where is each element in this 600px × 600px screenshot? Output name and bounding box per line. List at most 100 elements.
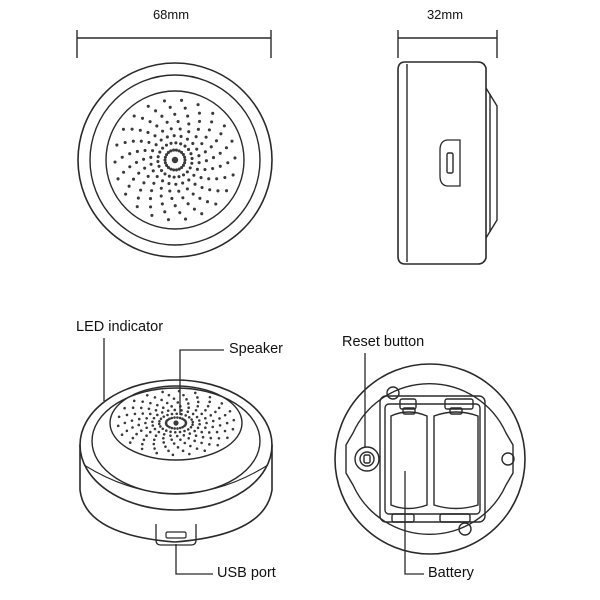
grille-dot (196, 404, 200, 408)
grille-dot (172, 175, 176, 179)
grille-dot (215, 177, 219, 181)
grille-dot (187, 130, 191, 134)
grille-dot (163, 161, 167, 165)
grille-dot (169, 167, 173, 171)
grille-dot (192, 173, 196, 177)
grille-dot (224, 189, 229, 193)
grille-dot (203, 168, 207, 172)
grille-dot (152, 438, 156, 442)
speaker-label: Speaker (229, 341, 284, 357)
grille-dot (150, 213, 154, 217)
grille-dot (195, 447, 199, 450)
grille-dot (142, 157, 146, 161)
grille-dot (174, 168, 179, 172)
grille-dot (159, 168, 164, 173)
grille-dot (139, 406, 143, 410)
reset-button (354, 446, 380, 472)
grille-dot (169, 149, 173, 153)
grille-dot (164, 445, 167, 448)
grille-dot (172, 168, 176, 172)
grille-dot (167, 181, 171, 186)
grille-dot (155, 451, 159, 455)
grille-dot (166, 413, 169, 417)
grille-dot (160, 398, 163, 402)
grille-dot (163, 158, 167, 162)
grille-dot (149, 205, 153, 209)
grille-dot (186, 410, 190, 413)
grille-dot (151, 169, 155, 173)
grille-dot (162, 437, 165, 440)
grille-dot (156, 403, 159, 407)
grille-dot (153, 427, 157, 431)
grille-dot (145, 393, 149, 397)
grille-dot (157, 430, 161, 434)
grille-dot (195, 147, 199, 151)
grille-dot (117, 415, 121, 419)
grille-dot (175, 412, 179, 416)
grille-dot (168, 417, 171, 421)
battery-leader (404, 471, 424, 575)
grille-dot (208, 188, 212, 192)
grille-dot (131, 177, 136, 181)
grille-dot (156, 413, 159, 417)
usb-port-leader (175, 544, 213, 575)
grille-dot (168, 425, 171, 429)
grille-dot (208, 395, 212, 399)
grille-dot (179, 150, 184, 154)
grille-dot (204, 408, 207, 412)
grille-dot (161, 146, 165, 150)
grille-dot (188, 452, 191, 456)
grille-dot (141, 412, 145, 415)
grille-dot (193, 182, 197, 186)
grille-dot (154, 434, 158, 438)
grille-dot (164, 143, 169, 147)
grille-dot (162, 415, 166, 418)
grille-dot (181, 196, 185, 200)
grille-dot (182, 393, 185, 397)
grille-dot (186, 147, 191, 152)
grille-dot (151, 424, 155, 427)
grille-dot (218, 151, 222, 155)
grille-dot (160, 114, 164, 118)
grille-dot (166, 166, 171, 170)
grille-dot (164, 429, 168, 432)
grille-dot (130, 419, 134, 422)
grille-dot (152, 442, 156, 446)
grille-dot (155, 174, 159, 179)
speaker-leader (179, 349, 224, 415)
depth-dimension-label: 32mm (426, 7, 464, 22)
grille-dot (135, 432, 138, 436)
grille-dot (132, 399, 136, 403)
usb-port-label: USB port (217, 565, 276, 581)
grille-dot (187, 122, 191, 126)
grille-dot (222, 124, 226, 128)
grille-dot (183, 161, 187, 165)
grille-dot (175, 434, 179, 438)
grille-dot (159, 138, 163, 142)
grille-dot (214, 202, 218, 206)
grille-dot (169, 141, 173, 145)
grille-dot (178, 211, 182, 215)
grille-dot (169, 430, 172, 434)
grille-dot (197, 419, 201, 422)
grille-dot (145, 434, 148, 438)
grille-dot (127, 184, 131, 188)
grille-dot (173, 430, 177, 434)
grille-dot (215, 430, 219, 434)
grille-dot (171, 453, 175, 457)
grille-dot (149, 155, 153, 159)
grille-dot (165, 163, 169, 167)
grille-dot (116, 177, 120, 181)
grille-dot (183, 217, 188, 221)
grille-dot (178, 416, 182, 420)
grille-dot (166, 409, 170, 412)
grille-dot (223, 429, 227, 433)
grille-dot (211, 425, 215, 429)
grille-dot (158, 419, 161, 423)
grille-dot (208, 400, 211, 404)
grille-dot (128, 441, 132, 444)
grille-dot (148, 412, 152, 416)
grille-dot (179, 142, 183, 146)
grille-dot (141, 400, 144, 403)
grille-dot (208, 443, 211, 446)
